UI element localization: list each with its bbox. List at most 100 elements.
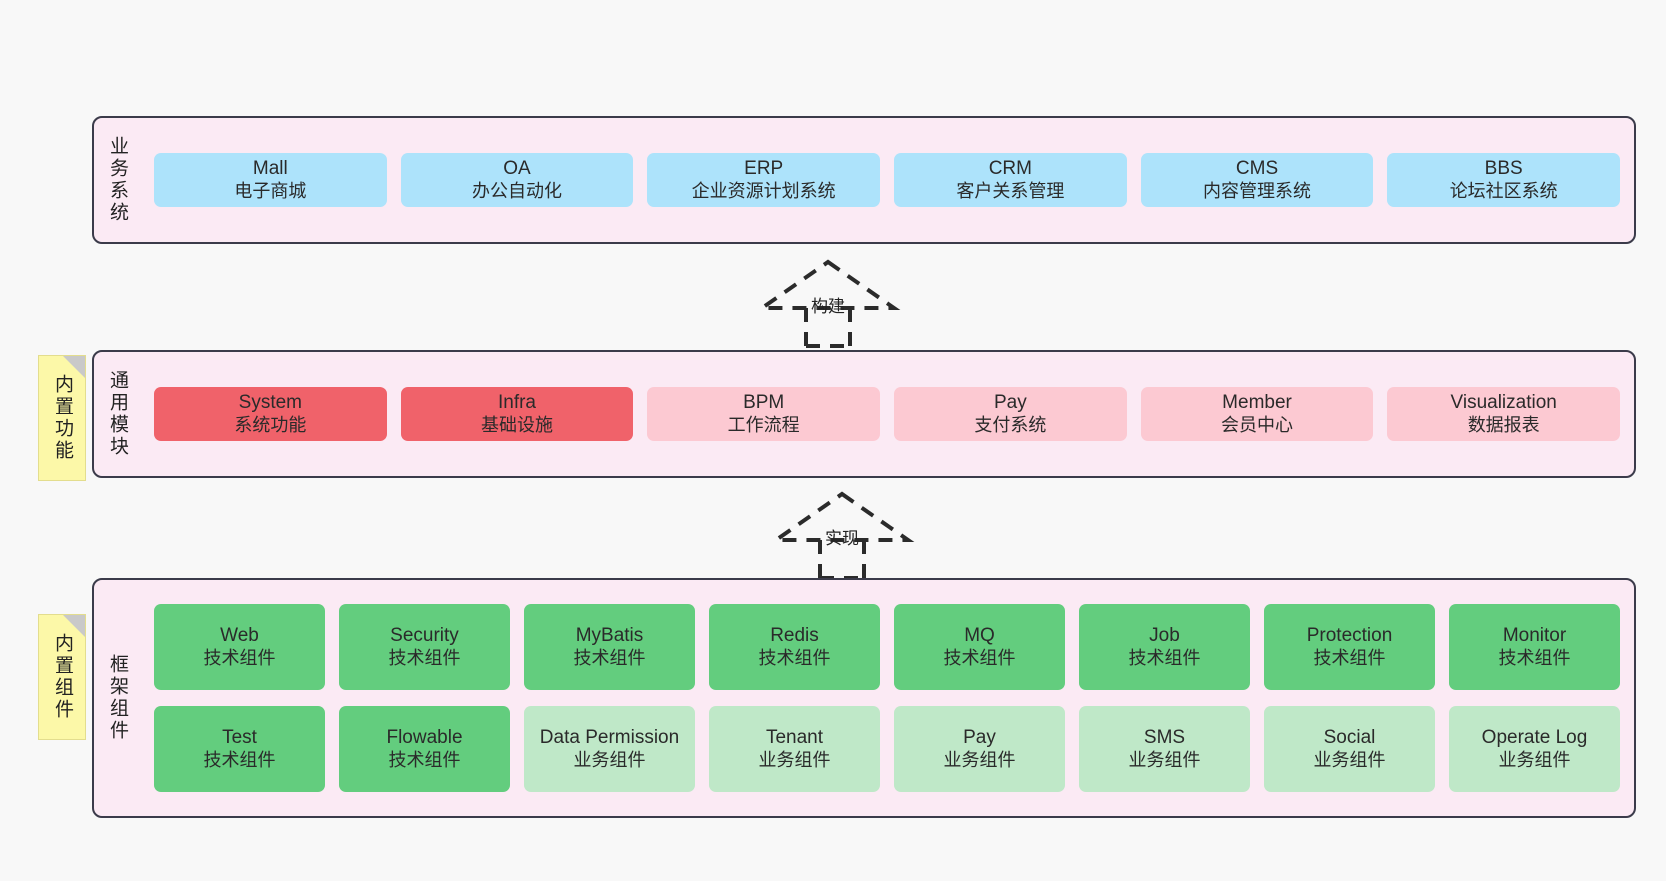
module-card-crm[interactable]: CRM 客户关系管理 [894,153,1127,207]
component-subtitle: 技术组件 [943,647,1016,668]
component-card-pay[interactable]: Pay 业务组件 [894,706,1065,792]
connector-label-implement: 实现 [825,529,859,548]
component-card-flowable[interactable]: Flowable 技术组件 [339,706,510,792]
module-subtitle: 会员中心 [1221,414,1294,435]
component-card-protection[interactable]: Protection 技术组件 [1264,604,1435,690]
layer-framework-component[interactable]: 框架组件 Web 技术组件 Security 技术组件 MyBatis 技术组件… [92,578,1636,818]
layer-title-common-module: 通用模块 [106,370,128,458]
module-title: Mall [252,158,288,180]
component-subtitle: 业务组件 [1128,749,1201,770]
module-card-erp[interactable]: ERP 企业资源计划系统 [647,153,881,207]
component-title: Test [222,727,257,749]
component-card-test[interactable]: Test 技术组件 [154,706,325,792]
layer-title-framework-component: 框架组件 [106,654,128,742]
note-label: 内置组件 [51,633,73,721]
component-card-mq[interactable]: MQ 技术组件 [894,604,1065,690]
component-card-mybatis[interactable]: MyBatis 技术组件 [524,604,695,690]
note-builtin-components[interactable]: 内置组件 [38,614,86,740]
layer-business-system[interactable]: 业务系统 Mall 电子商城 OA 办公自动化 ERP 企业资源计划系统 CRM… [92,116,1636,244]
module-card-visualization[interactable]: Visualization 数据报表 [1387,387,1621,441]
component-title: Data Permission [539,727,680,749]
connector-implement: 实现 [769,490,915,580]
component-subtitle: 技术组件 [203,647,276,668]
module-subtitle: 办公自动化 [472,180,562,201]
component-title: Job [1149,625,1180,647]
row: Mall 电子商城 OA 办公自动化 ERP 企业资源计划系统 CRM 客户关系… [154,153,1621,207]
connector-build: 构建 [755,258,901,348]
component-card-sms[interactable]: SMS 业务组件 [1079,706,1250,792]
layer-title-business-system: 业务系统 [106,136,128,224]
component-title: Social [1323,727,1376,749]
module-subtitle: 基础设施 [481,414,553,435]
component-card-web[interactable]: Web 技术组件 [154,604,325,690]
component-card-redis[interactable]: Redis 技术组件 [709,604,880,690]
arrow-head-triangle [769,491,915,542]
component-subtitle: 技术组件 [758,647,831,668]
component-subtitle: 技术组件 [388,647,461,668]
module-title: BPM [743,392,785,414]
component-subtitle: 业务组件 [573,749,646,770]
module-title: BBS [1484,158,1523,180]
component-title: Flowable [386,727,463,749]
component-card-tenant[interactable]: Tenant 业务组件 [709,706,880,792]
module-subtitle: 电子商城 [234,180,307,201]
module-card-bbs[interactable]: BBS 论坛社区系统 [1387,153,1621,207]
component-subtitle: 技术组件 [1498,647,1571,668]
component-card-data-permission[interactable]: Data Permission 业务组件 [524,706,695,792]
note-label: 内置功能 [51,374,73,462]
row: Test 技术组件 Flowable 技术组件 Data Permission … [154,706,1620,792]
module-title: Visualization [1450,392,1557,414]
note-builtin-features[interactable]: 内置功能 [38,355,86,481]
component-subtitle: 业务组件 [943,749,1016,770]
module-card-oa[interactable]: OA 办公自动化 [400,153,634,207]
component-subtitle: 技术组件 [573,647,646,668]
component-title: Pay [963,727,996,749]
module-card-member[interactable]: Member 会员中心 [1140,387,1374,441]
module-title: CMS [1235,158,1279,180]
component-title: Monitor [1502,625,1567,647]
module-subtitle: 企业资源计划系统 [691,180,836,201]
module-title: Member [1222,392,1292,414]
component-subtitle: 技术组件 [388,749,461,770]
module-card-mall[interactable]: Mall 电子商城 [154,153,387,207]
module-title: System [238,392,303,414]
component-subtitle: 技术组件 [1313,647,1386,668]
layer-body-business-system: Mall 电子商城 OA 办公自动化 ERP 企业资源计划系统 CRM 客户关系… [140,118,1634,242]
component-title: Web [220,625,259,647]
component-card-job[interactable]: Job 技术组件 [1079,604,1250,690]
module-subtitle: 客户关系管理 [956,180,1065,201]
layer-body-framework-component: Web 技术组件 Security 技术组件 MyBatis 技术组件 Redi… [140,580,1634,816]
arrow-head-triangle [755,259,901,310]
layer-common-module[interactable]: 通用模块 System 系统功能 Infra 基础设施 BPM 工作流程 Pay… [92,350,1636,478]
module-title: Infra [497,392,537,414]
component-card-operate-log[interactable]: Operate Log 业务组件 [1449,706,1620,792]
row: System 系统功能 Infra 基础设施 BPM 工作流程 Pay 支付系统… [154,387,1621,441]
module-title: OA [503,158,531,180]
layer-body-common-module: System 系统功能 Infra 基础设施 BPM 工作流程 Pay 支付系统… [140,352,1634,476]
module-subtitle: 数据报表 [1467,414,1540,435]
component-subtitle: 业务组件 [1313,749,1386,770]
component-title: MQ [964,625,995,647]
component-subtitle: 业务组件 [758,749,831,770]
component-title: Tenant [765,727,824,749]
component-card-monitor[interactable]: Monitor 技术组件 [1449,604,1620,690]
component-title: Protection [1306,625,1393,647]
module-card-cms[interactable]: CMS 内容管理系统 [1140,153,1374,207]
module-card-bpm[interactable]: BPM 工作流程 [647,387,881,441]
module-card-system[interactable]: System 系统功能 [154,387,387,441]
component-title: SMS [1143,727,1186,749]
component-title: MyBatis [575,625,644,647]
connector-label-build: 构建 [811,297,845,316]
component-title: Operate Log [1481,727,1588,749]
module-subtitle: 系统功能 [234,414,307,435]
module-card-infra[interactable]: Infra 基础设施 [400,387,634,441]
row: Web 技术组件 Security 技术组件 MyBatis 技术组件 Redi… [154,604,1620,690]
module-title: ERP [744,158,784,180]
component-card-security[interactable]: Security 技术组件 [339,604,510,690]
module-card-pay[interactable]: Pay 支付系统 [894,387,1127,441]
component-card-social[interactable]: Social 业务组件 [1264,706,1435,792]
module-subtitle: 工作流程 [727,414,800,435]
module-subtitle: 内容管理系统 [1203,180,1312,201]
component-subtitle: 技术组件 [203,749,276,770]
